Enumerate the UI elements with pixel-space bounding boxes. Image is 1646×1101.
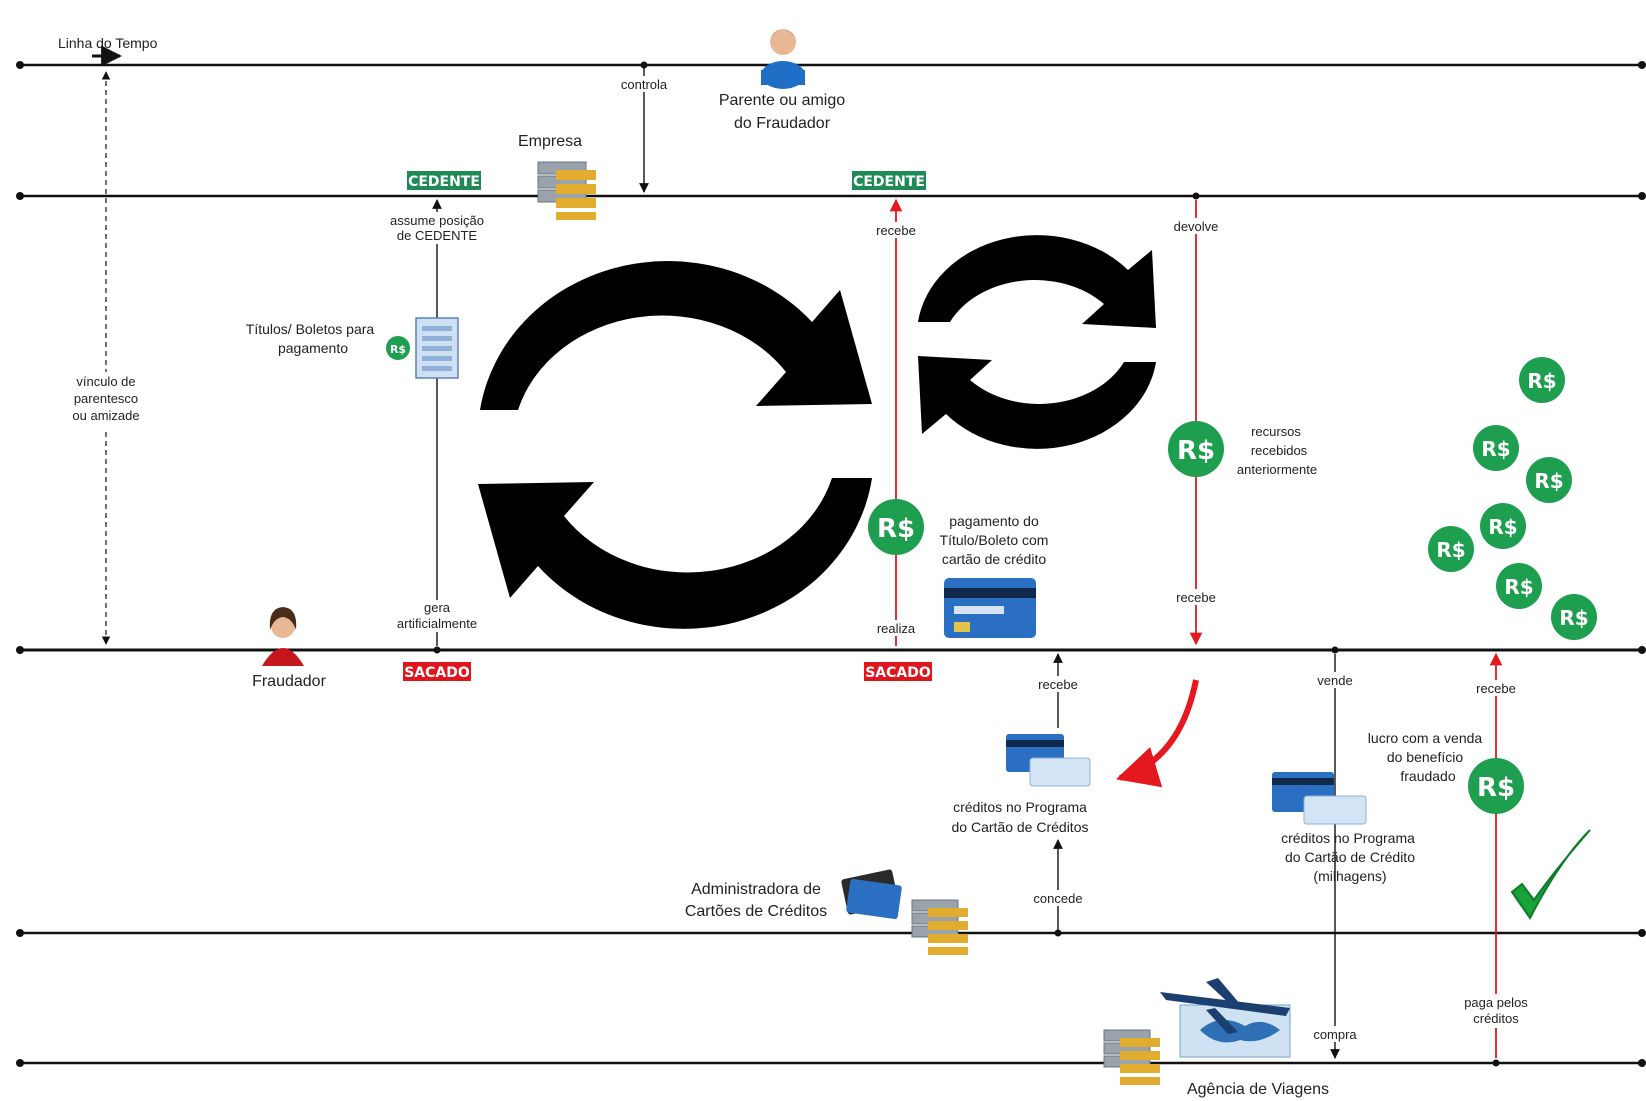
paga-label-line-1: paga pelos: [1464, 995, 1528, 1010]
bond-label: vínculo de parentesco ou amizade: [66, 372, 148, 428]
card-admin-label-line-1: Administradora de: [691, 881, 821, 898]
assume-label-line-1: assume posição: [390, 213, 484, 228]
document-icon: [415, 317, 459, 379]
money-icon: R$: [1526, 457, 1572, 503]
bond-label-line-1: vínculo de: [76, 374, 135, 389]
concede-label: concede: [1033, 891, 1082, 906]
recebe-label-1: recebe: [876, 223, 916, 238]
cycle-arrows-small-icon: [918, 235, 1156, 449]
recebe-label-4: recebe: [1476, 681, 1516, 696]
creditos-2-label-line-1: créditos no Programa: [1281, 830, 1415, 846]
money-icon: R$: [1519, 357, 1565, 403]
compra-label: compra: [1313, 1027, 1357, 1042]
lucro-label-line-2: do benefício: [1387, 749, 1463, 765]
company-label: Empresa: [518, 133, 582, 150]
credit-card-icon: [1006, 734, 1091, 787]
money-symbol: R$: [390, 343, 406, 356]
svg-text:R$: R$: [1504, 575, 1533, 599]
gera-label-line-1: gera: [424, 600, 451, 615]
sacado-tag-2-text: SACADO: [865, 665, 931, 681]
money-icon: R$: [1496, 563, 1542, 609]
money-icon: R$: [1480, 503, 1526, 549]
lucro-label-line-1: lucro com a venda: [1368, 730, 1483, 746]
money-icon: R$: [1473, 425, 1519, 471]
svg-text:R$: R$: [1436, 538, 1465, 562]
building-icon: [911, 899, 968, 955]
titulos-label-line-2: pagamento: [278, 340, 348, 356]
money-symbol: R$: [1177, 436, 1215, 466]
lane-endpoints: [16, 61, 1646, 1067]
money-icon: R$: [868, 499, 924, 555]
check-icon: [1510, 829, 1591, 920]
pagamento-label-line-3: cartão de crédito: [942, 551, 1046, 567]
assume-label-line-2: de CEDENTE: [397, 228, 478, 243]
creditos-2-label-line-3: (milhagens): [1313, 868, 1386, 884]
gera-label-line-2: artificialmente: [397, 616, 477, 631]
creditos-1-label-line-2: do Cartão de Créditos: [952, 819, 1089, 835]
building-icon: [1103, 1029, 1160, 1085]
sacado-tag-1: [403, 662, 471, 681]
recursos-label-line-3: anteriormente: [1237, 462, 1317, 477]
curved-red-arrow: [1115, 679, 1199, 788]
swimlanes: [20, 63, 1642, 1065]
bond-label-line-3: ou amizade: [72, 408, 139, 423]
timeline-label: Linha do Tempo: [58, 35, 158, 51]
credit-card-icon: [1272, 772, 1367, 825]
svg-text:R$: R$: [1527, 369, 1556, 393]
recebe-label-3: recebe: [1038, 677, 1078, 692]
credit-card-icon: [944, 578, 1036, 638]
recursos-label-line-2: recebidos: [1251, 443, 1308, 458]
money-icon: R$: [386, 336, 410, 360]
card-admin-label-line-2: Cartões de Créditos: [685, 903, 827, 920]
recursos-label-line-1: recursos: [1251, 424, 1301, 439]
credit-card-icon: [841, 869, 902, 920]
pagamento-label-line-1: pagamento do: [949, 513, 1039, 529]
money-symbol: R$: [1477, 773, 1515, 803]
paga-label-line-2: créditos: [1473, 1011, 1519, 1026]
money-icon: R$: [1428, 526, 1474, 572]
money-symbol: R$: [877, 514, 915, 544]
money-icon: R$: [1168, 421, 1224, 477]
fraudster-icon: [262, 607, 304, 666]
person-icon: [761, 29, 805, 89]
fraudster-label: Fraudador: [252, 673, 326, 690]
realiza-label: realiza: [877, 621, 916, 636]
cedente-tag-2-text: CEDENTE: [853, 174, 925, 190]
cedente-tag-2: [852, 171, 926, 190]
controla-label: controla: [621, 77, 668, 92]
money-icon: R$: [1468, 758, 1524, 814]
cedente-tag-1: [407, 171, 481, 190]
creditos-1-label-line-1: créditos no Programa: [953, 799, 1087, 815]
travel-agency-label: Agência de Viagens: [1187, 1081, 1329, 1098]
recebe-label-2: recebe: [1176, 590, 1216, 605]
titulos-label-line-1: Títulos/ Boletos para: [246, 321, 375, 337]
svg-text:R$: R$: [1534, 469, 1563, 493]
svg-text:R$: R$: [1559, 606, 1588, 630]
money-pile: R$ R$ R$ R$ R$ R$ R$: [1428, 357, 1597, 640]
relative-label-line-2: do Fraudador: [734, 115, 831, 132]
sacado-tag-1-text: SACADO: [404, 665, 470, 681]
money-icon: R$: [1551, 594, 1597, 640]
building-icon: [537, 161, 596, 220]
vende-label: vende: [1317, 673, 1352, 688]
svg-text:R$: R$: [1481, 437, 1510, 461]
relative-label-line-1: Parente ou amigo: [719, 92, 845, 109]
cedente-tag-1-text: CEDENTE: [408, 174, 480, 190]
sacado-tag-2: [864, 662, 932, 681]
airplane-icon: [1160, 978, 1291, 1058]
lucro-label-line-3: fraudado: [1400, 768, 1455, 784]
devolve-label: devolve: [1174, 219, 1219, 234]
svg-text:R$: R$: [1488, 515, 1517, 539]
cycle-arrows-icon: [478, 261, 872, 629]
creditos-2-label-line-2: do Cartão de Crédito: [1285, 849, 1415, 865]
pagamento-label-line-2: Título/Boleto com: [940, 532, 1049, 548]
bond-label-line-2: parentesco: [74, 391, 138, 406]
